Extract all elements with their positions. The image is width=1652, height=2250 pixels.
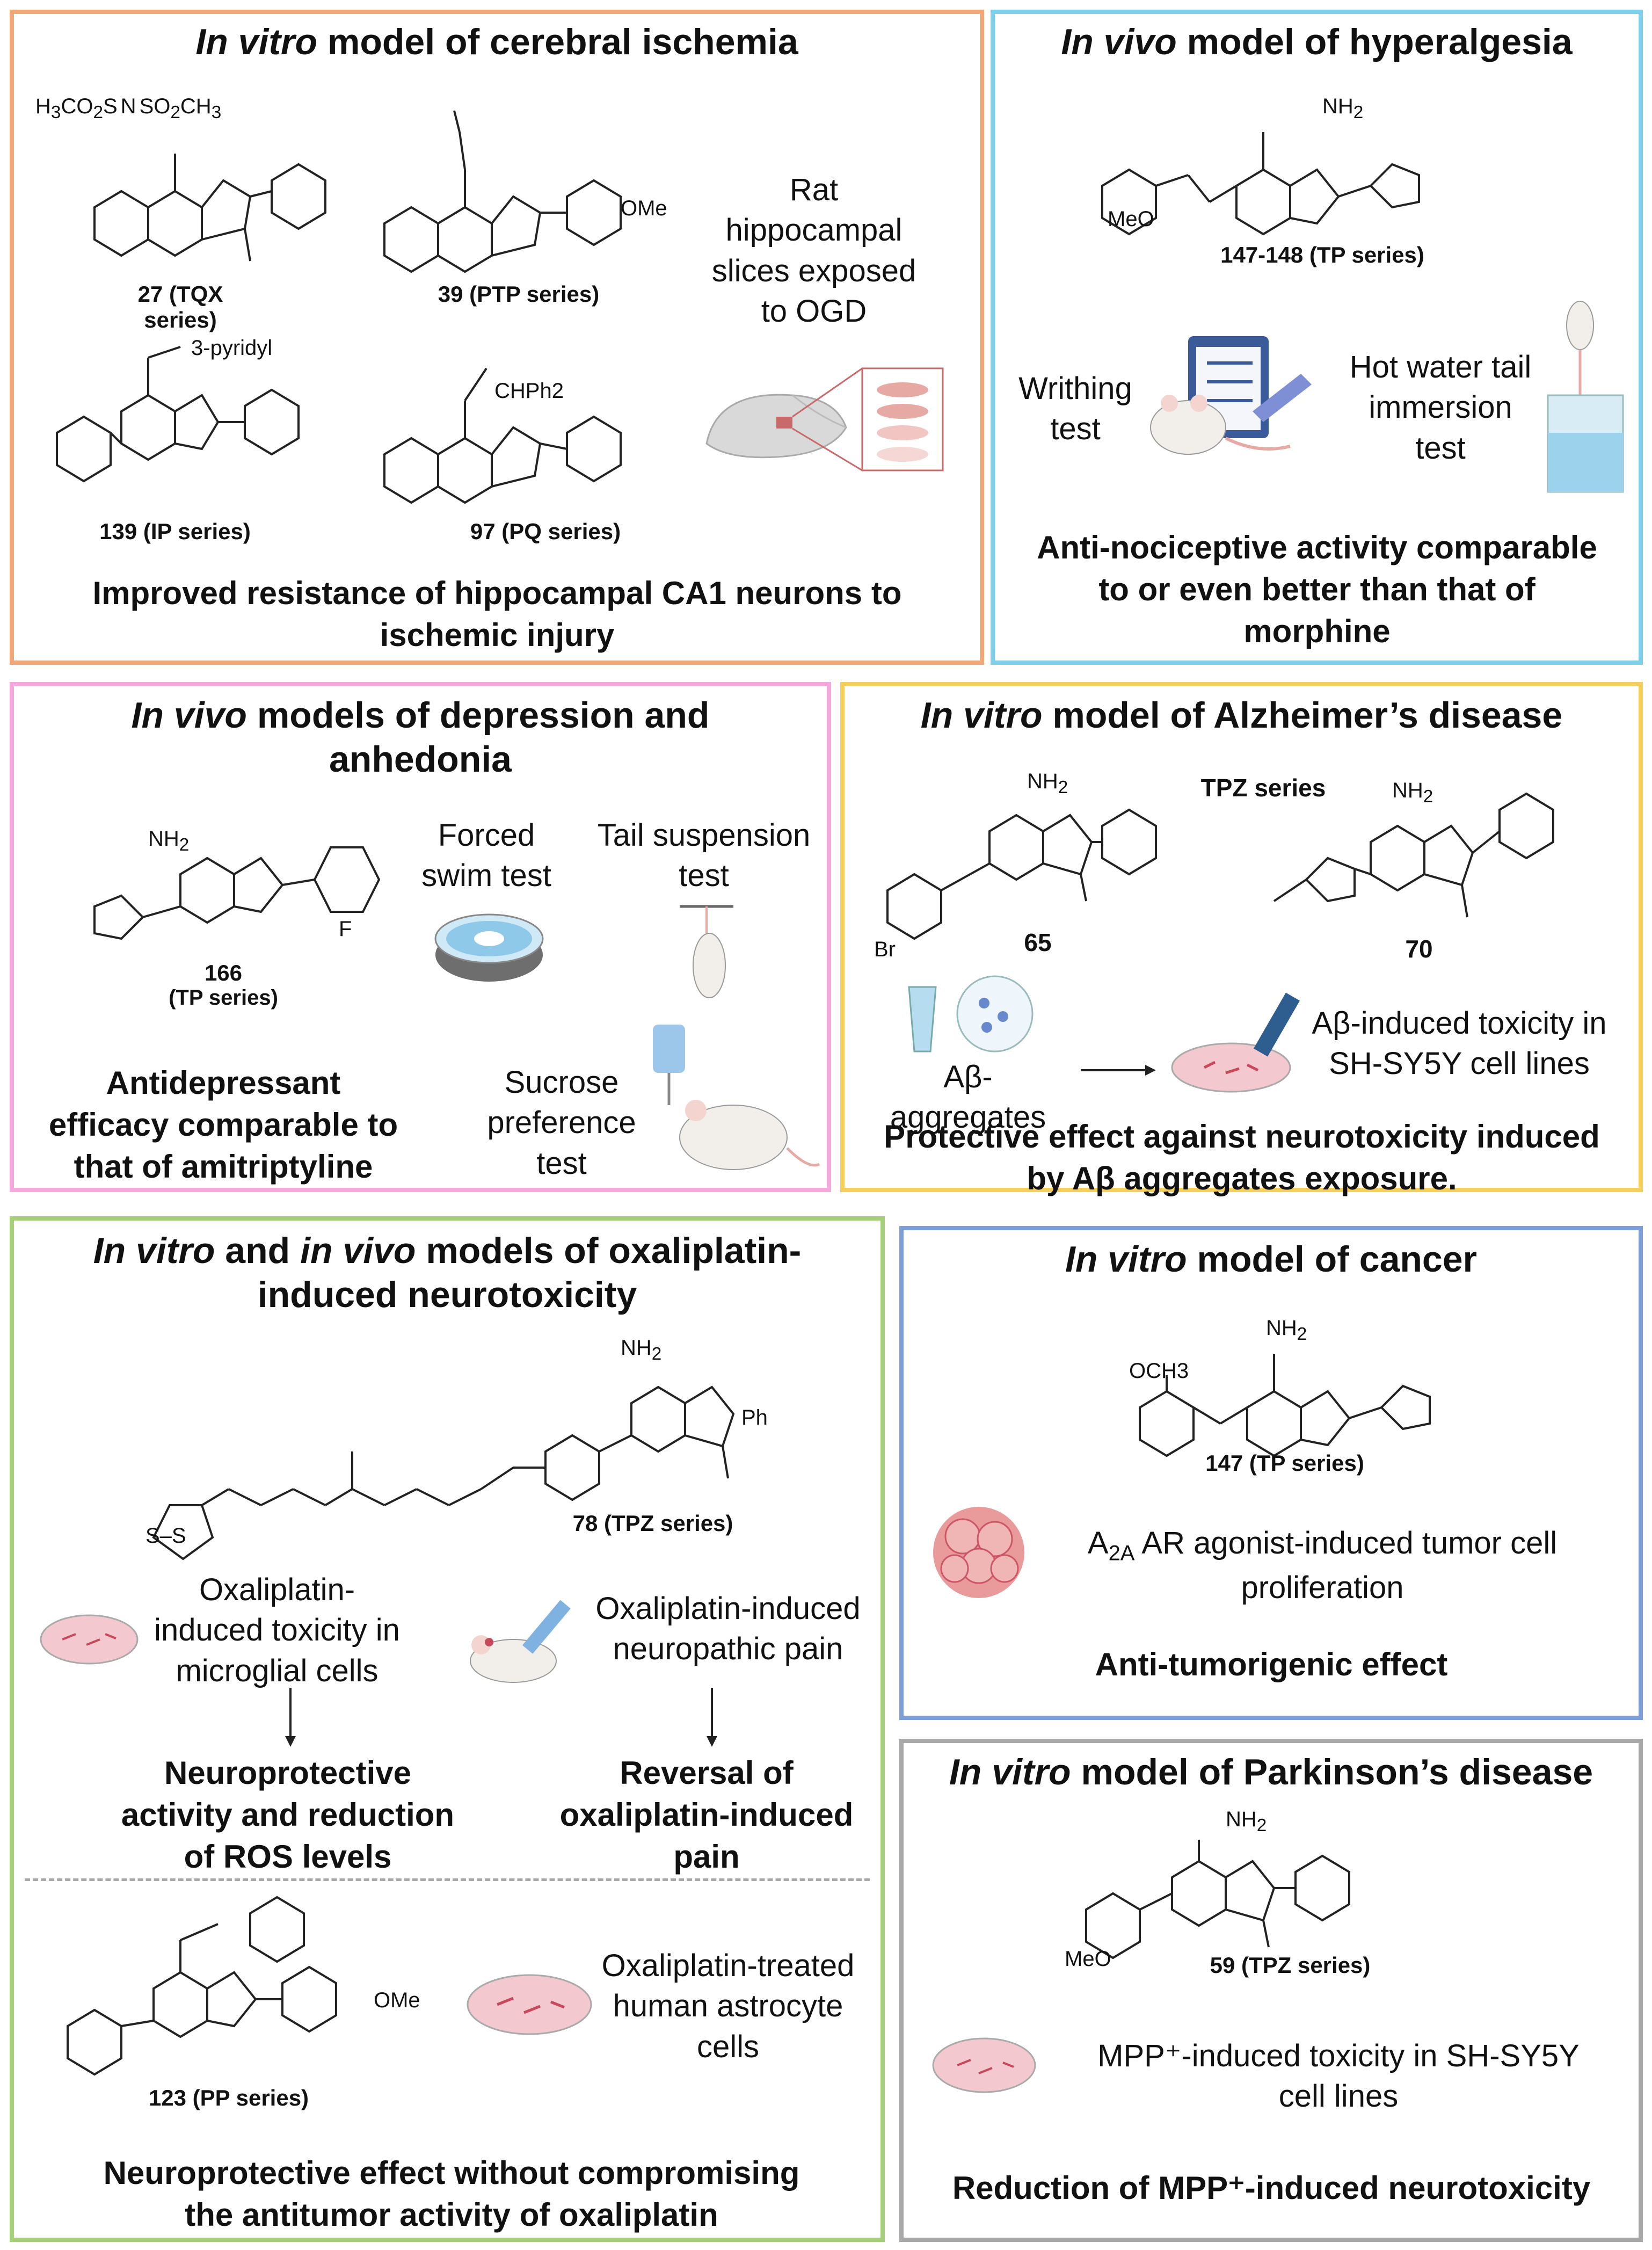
- cancer-result: Anti-tumorigenic effect: [1095, 1646, 1448, 1682]
- compound-27-structure: [93, 154, 326, 262]
- neuropathic-pain-text: Oxaliplatin-induced neuropathic pain: [595, 1591, 861, 1667]
- hot-water-test-text: Hot water tail immersion test: [1349, 350, 1532, 466]
- nh2-label: NH2: [1322, 95, 1364, 122]
- compound-97-label: 97 (PQ series): [470, 519, 621, 544]
- compound-65-structure: [886, 808, 1157, 940]
- compound-97-substituent: CHPh2: [494, 379, 564, 403]
- compound-139-structure: [56, 346, 300, 483]
- compound-78-structure: [152, 1385, 735, 1561]
- mouse-injection-illustration: [470, 1600, 571, 1683]
- compound-65-label: 65: [1024, 928, 1052, 956]
- compound-39-structure: [383, 110, 622, 273]
- panel-title: In vitro and in vivo models of oxaliplat…: [93, 1230, 802, 1315]
- methoxy-substituent: MeO: [1065, 1947, 1111, 1971]
- panel-depression: In vivo models of depression and anhedon…: [10, 682, 831, 1192]
- nh2-label: NH2: [1226, 1808, 1267, 1835]
- panel-cancer: In vitro model of cancer NH2 OCH3 147 (T…: [899, 1226, 1643, 1720]
- tumor-proliferation-text: A2A AR agonist-induced tumor cell prolif…: [1087, 1526, 1558, 1605]
- arrow-down-right: [707, 1688, 717, 1747]
- ab-aggregates-label: Aβ-aggregates: [890, 1059, 1046, 1135]
- panel-title: In vitro model of cancer: [1065, 1239, 1478, 1280]
- antitumor-result: Neuroprotective effect without compromis…: [103, 2155, 800, 2233]
- ischemia-model-text: Rat hippocampal slices exposed to OGD: [711, 172, 916, 329]
- panel-title: In vitro model of Alzheimer’s disease: [920, 695, 1563, 736]
- sucrose-preference-test-text: Sucrose preference test: [487, 1065, 636, 1181]
- parkinson-result: Reduction of MPP⁺-induced neurotoxicity: [952, 2170, 1591, 2206]
- nh2-label: NH2: [148, 827, 190, 855]
- writhing-test-illustration: [1150, 336, 1312, 455]
- panel-title: In vitro model of cerebral ischemia: [195, 21, 798, 62]
- panel-oxaliplatin: In vitro and in vivo models of oxaliplat…: [10, 1216, 885, 2242]
- rat-brain-slices-illustration: [705, 367, 944, 471]
- microglia-toxicity-text: Oxaliplatin- induced toxicity in microgl…: [154, 1572, 400, 1688]
- cell-culture-dish-illustration: [932, 2037, 1036, 2093]
- compound-147-148-label: 147-148 (TP series): [1220, 242, 1424, 267]
- methoxy-substituent: OMe: [374, 1988, 420, 2012]
- compound-147-148-structure: [1101, 132, 1420, 236]
- panel-title: In vivo model of hyperalgesia: [1061, 21, 1573, 62]
- ab-toxicity-text: Aβ-induced toxicity in SH-SY5Y cell line…: [1312, 1006, 1607, 1082]
- panel-title: In vivo models of depression and anhedon…: [131, 695, 710, 780]
- panel-hyperalgesia: In vivo model of hyperalgesia NH2 MeO 14…: [991, 10, 1643, 665]
- bromo-substituent: Br: [874, 938, 896, 961]
- compound-123-label: 123 (PP series): [148, 2085, 309, 2110]
- compound-27-label: 27 (TQX series): [137, 281, 223, 332]
- section-divider: [25, 1878, 870, 1881]
- ab-aggregates-illustration: [908, 975, 1034, 1053]
- compound-166-label: 166 (TP series): [169, 960, 278, 1010]
- forced-swim-test-text: Forced swim test: [421, 818, 551, 894]
- disulfide-label: S–S: [145, 1524, 186, 1548]
- panel-title: In vitro model of Parkinson’s disease: [949, 1752, 1593, 1792]
- arrow-down-left: [285, 1688, 296, 1747]
- methoxy-substituent: OCH3: [1129, 1359, 1189, 1383]
- arrow-right: [1081, 1065, 1156, 1076]
- compound-70-label: 70: [1405, 935, 1433, 963]
- compound-139-substituent: 3-pyridyl: [191, 336, 273, 360]
- forced-swim-illustration: [434, 913, 544, 982]
- series-label: TPZ series: [1200, 774, 1326, 802]
- nh2-label: NH2: [1266, 1316, 1307, 1344]
- compound-39-label: 39 (PTP series): [438, 281, 600, 307]
- nh2-label: NH2: [621, 1336, 662, 1364]
- panel-alzheimer: In vitro model of Alzheimer’s disease TP…: [840, 682, 1643, 1196]
- nh2-label: NH2: [1392, 779, 1433, 807]
- meo-substituent: MeO: [1108, 207, 1154, 231]
- compound-147-structure: [1139, 1354, 1431, 1457]
- tumor-cells-illustration: [933, 1507, 1024, 1598]
- compound-139-label: 139 (IP series): [99, 519, 251, 544]
- astrocyte-text: Oxaliplatin-treated human astrocyte cell…: [601, 1948, 855, 2064]
- pain-reversal-result: Reversal of oxaliplatin-induced pain: [559, 1755, 854, 1875]
- compound-123-structure: [67, 1896, 337, 2076]
- compound-70-structure: [1273, 792, 1554, 918]
- compound-97-structure: [383, 367, 622, 504]
- depression-result: Antidepressant efficacy comparable to th…: [48, 1065, 398, 1185]
- writhing-test-text: Writhing test: [1018, 371, 1132, 447]
- compound-39-substituent: OMe: [621, 197, 667, 220]
- compound-59-structure: [1085, 1840, 1350, 1959]
- compound-147-label: 147 (TP series): [1205, 1450, 1364, 1476]
- tail-suspension-illustration: [680, 905, 733, 998]
- ischemia-result: Improved resistance of hippocampal CA1 n…: [92, 575, 902, 653]
- microglia-dish-illustration: [40, 1614, 139, 1665]
- hyperalgesia-result: Anti-nociceptive activity comparable to …: [1037, 529, 1597, 649]
- fluoro-substituent: F: [339, 917, 352, 941]
- tail-immersion-illustration: [1547, 301, 1624, 493]
- compound-166-structure: [93, 846, 381, 940]
- panel-parkinson: In vitro model of Parkinson’s disease NH…: [899, 1739, 1643, 2242]
- tail-suspension-test-text: Tail suspension test: [597, 818, 811, 894]
- compound-78-label: 78 (TPZ series): [572, 1511, 733, 1536]
- nh2-label: NH2: [1027, 770, 1068, 797]
- mpp-toxicity-text: MPP⁺-induced toxicity in SH-SY5Y cell li…: [1097, 2038, 1580, 2114]
- compound-59-label: 59 (TPZ series): [1210, 1953, 1371, 1978]
- sucrose-preference-illustration: [653, 1025, 820, 1170]
- ph-label: Ph: [741, 1406, 768, 1429]
- alzheimer-result: Protective effect against neurotoxicity …: [884, 1119, 1600, 1196]
- cell-culture-dish-illustration: [1171, 992, 1300, 1093]
- astrocyte-dish-illustration: [467, 1974, 592, 2035]
- ros-reduction-result: Neuroprotective activity and reduction o…: [121, 1755, 455, 1875]
- panel-cerebral-ischemia: In vitro model of cerebral ischemia H3CO…: [10, 10, 984, 665]
